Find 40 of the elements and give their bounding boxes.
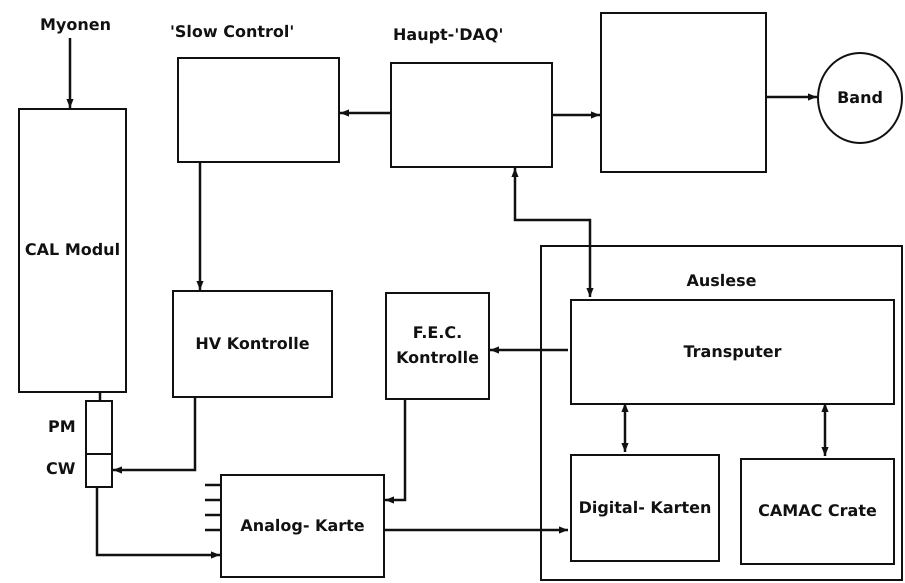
node-label: CAL Modul — [24, 239, 122, 262]
side-label: PM — [48, 417, 76, 436]
connector-arrow — [196, 163, 204, 290]
node-label: F.E.C. Kontrolle — [395, 322, 480, 369]
side-label: CW — [46, 459, 76, 478]
node-label: Analog- Karte — [239, 514, 366, 537]
connector-arrow — [621, 403, 629, 452]
connector-arrow — [385, 526, 568, 534]
node-label: Transputer — [682, 340, 782, 363]
process-box — [390, 62, 553, 168]
connector-arrow — [113, 398, 196, 474]
connector-arrow — [340, 109, 390, 117]
process-box — [172, 290, 333, 398]
node-label: HV Kontrolle — [194, 332, 311, 355]
process-box — [85, 400, 113, 455]
process-box — [600, 12, 767, 173]
connector-arrow — [511, 168, 594, 297]
node-label: Digital- Karten — [578, 496, 712, 519]
connector-arrow — [490, 346, 568, 354]
connector-arrow — [553, 111, 600, 119]
node-label: CAMAC Crate — [757, 500, 878, 522]
side-label: Haupt-'DAQ' — [393, 25, 504, 44]
connector-arrow — [66, 38, 74, 108]
connector-arrow — [767, 93, 817, 101]
process-box — [740, 458, 895, 565]
process-box — [385, 292, 490, 400]
process-box — [570, 454, 720, 562]
storage-circle — [817, 52, 903, 144]
connector-arrow — [821, 403, 829, 456]
process-box — [177, 57, 340, 163]
process-box — [220, 474, 385, 578]
process-box — [18, 108, 127, 393]
side-label: 'Slow Control' — [170, 22, 294, 41]
connector-arrow — [385, 400, 406, 504]
process-box — [85, 453, 113, 488]
group-title: Auslese — [685, 270, 758, 292]
connector-arrow — [96, 488, 220, 559]
group-box — [540, 245, 903, 581]
node-label: Band — [836, 86, 884, 109]
process-box — [570, 299, 895, 405]
